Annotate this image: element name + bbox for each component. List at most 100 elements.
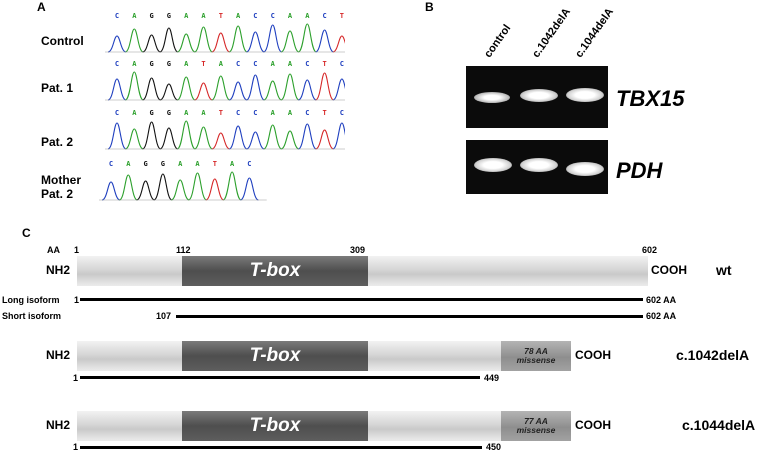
- band-tbx15-c1044dela: [566, 88, 604, 102]
- base-letter: A: [132, 60, 137, 68]
- base-letter: A: [201, 12, 206, 20]
- mut2-label: c.1044delA: [682, 417, 756, 433]
- aa-label: AA: [47, 245, 60, 255]
- base-letter: A: [132, 12, 137, 20]
- row-label-mother-line2: Pat. 2: [41, 187, 74, 201]
- band-tbx15-c1042dela: [520, 89, 558, 102]
- base-letter: T: [322, 60, 326, 68]
- trace-peak: [153, 173, 173, 201]
- trace-peak: [176, 33, 196, 53]
- base-letter: G: [167, 60, 171, 68]
- base-letter: C: [271, 12, 275, 20]
- trace-peak: [315, 72, 334, 101]
- band-pdh-control: [474, 158, 512, 172]
- band-pdh-c1042dela: [520, 158, 558, 172]
- long-isoform-line: [80, 298, 643, 301]
- trace-peak: [240, 177, 259, 201]
- trace-peak: [263, 80, 282, 101]
- trace-peak: [280, 73, 300, 101]
- trace-peak: [332, 35, 345, 53]
- trace-peak: [159, 27, 179, 53]
- short-isoform-label: Short isoform: [2, 311, 62, 321]
- base-letter: A: [271, 60, 276, 68]
- base-letter: C: [236, 109, 240, 117]
- base-letter: G: [149, 60, 153, 68]
- gel-tbx15: [466, 66, 608, 128]
- trace-peak: [124, 71, 144, 101]
- mut2-nh2: NH2: [46, 418, 71, 432]
- base-letter: T: [219, 109, 223, 117]
- row-label-pat2: Pat. 2: [41, 135, 74, 149]
- base-letter: A: [230, 160, 235, 168]
- trace-peak: [297, 23, 317, 53]
- trace-peak: [222, 171, 242, 201]
- row-label-pat1: Pat. 1: [41, 81, 74, 95]
- base-letter: C: [109, 160, 113, 168]
- mut2-end: 450: [486, 442, 502, 452]
- band-tbx15-control: [474, 92, 510, 103]
- base-letter: C: [305, 60, 309, 68]
- panel-a-letter: A: [37, 0, 46, 14]
- base-letter: C: [340, 60, 344, 68]
- base-letter: G: [149, 12, 153, 20]
- trace-peak: [194, 26, 213, 53]
- base-letter: A: [184, 109, 189, 117]
- base-letter: A: [288, 12, 293, 20]
- base-letter: A: [288, 60, 293, 68]
- row-label-control: Control: [41, 34, 84, 48]
- base-letter: G: [167, 12, 171, 20]
- short-isoform-end: 602 AA: [646, 311, 677, 321]
- mut2-missense-line2: missense: [516, 425, 556, 435]
- base-letter: A: [305, 12, 310, 20]
- gel-pdh: [466, 140, 608, 194]
- band-pdh-c1044dela: [566, 162, 604, 176]
- base-letter: A: [126, 160, 131, 168]
- trace-peak: [119, 174, 138, 201]
- long-isoform-end: 602 AA: [646, 295, 677, 305]
- trace-peak: [315, 29, 334, 53]
- trace-peak: [142, 77, 161, 101]
- base-letter: A: [184, 60, 189, 68]
- trace-peak: [280, 30, 300, 53]
- mut1-end: 449: [484, 373, 500, 383]
- trace-peak: [176, 76, 196, 101]
- trace-peak: [298, 123, 317, 150]
- base-letter: A: [201, 109, 206, 117]
- base-letter: T: [219, 12, 223, 20]
- pos-1: 1: [74, 245, 80, 255]
- gene-label-tbx15: TBX15: [616, 86, 685, 111]
- short-isoform-line: [176, 315, 643, 318]
- short-isoform-start: 107: [156, 311, 172, 321]
- trace-peak: [246, 74, 265, 101]
- mut1-missense-line2: missense: [516, 355, 556, 365]
- mut2-line: [80, 446, 482, 449]
- long-isoform-label: Long isoform: [2, 295, 60, 305]
- panel-c-letter: C: [22, 226, 31, 240]
- wt-tbox-domain: T-box: [182, 256, 368, 286]
- base-letter: A: [195, 160, 200, 168]
- trace-peak: [125, 128, 144, 150]
- base-letter: C: [305, 109, 309, 117]
- trace-peak: [142, 121, 161, 150]
- trace-peak: [280, 130, 300, 150]
- trace-peak: [194, 126, 213, 150]
- long-isoform-start: 1: [74, 295, 80, 305]
- trace-peak: [315, 129, 334, 150]
- base-letter: C: [115, 12, 119, 20]
- trace-peak: [107, 35, 127, 53]
- mut2-tbox-domain: T-box: [182, 411, 368, 441]
- trace-peak: [107, 78, 127, 101]
- mut1-start: 1: [73, 373, 79, 383]
- mut1-cooh: COOH: [575, 348, 611, 362]
- mut1-line: [80, 376, 480, 379]
- base-letter: A: [132, 109, 137, 117]
- trace-peak: [332, 122, 345, 150]
- trace-peak: [211, 132, 230, 150]
- base-letter: T: [213, 160, 217, 168]
- trace-peak: [107, 122, 127, 150]
- lane-label-c1044dela: c.1044delA: [573, 6, 616, 60]
- base-letter: G: [161, 160, 165, 168]
- lane-label-control: control: [482, 22, 514, 60]
- base-letter: A: [178, 160, 183, 168]
- trace-peak: [159, 127, 179, 150]
